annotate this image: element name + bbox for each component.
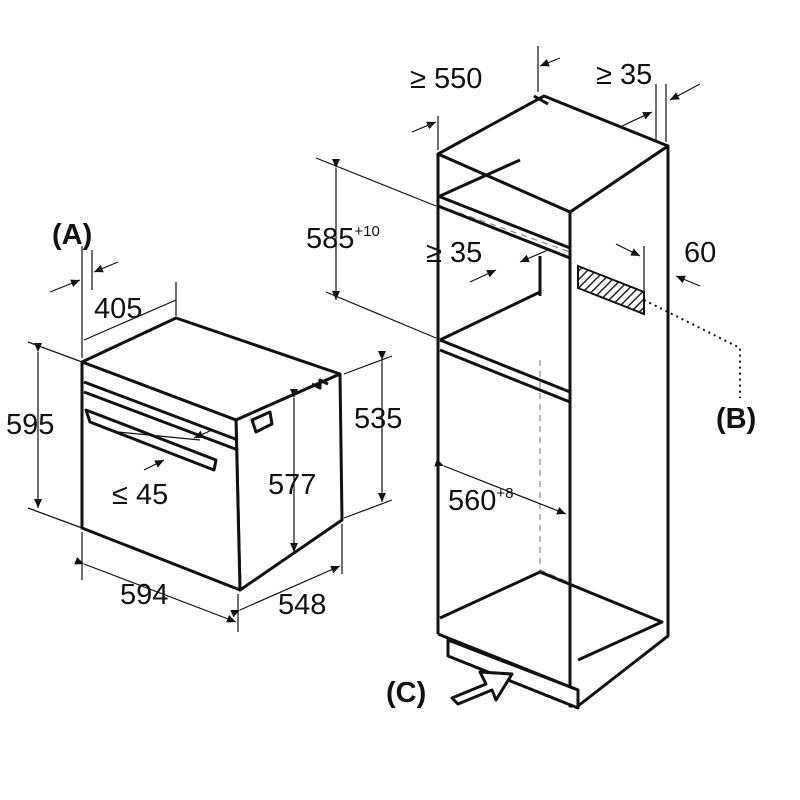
dim-577-label: 577 [268, 469, 316, 501]
dim-a-arrow-left [49, 279, 81, 293]
dim-60-arrow-a [615, 243, 641, 257]
dim-handle-label: ≤ 45 [112, 479, 168, 511]
dim-560-line [434, 458, 567, 515]
dim-35-top-label: ≥ 35 [596, 59, 652, 91]
cabinet-bottom [439, 570, 664, 662]
dim-560-label: 560+8 [448, 485, 514, 517]
oven-side-bracket [250, 410, 274, 434]
dim-35-top-arrow-a [621, 111, 653, 127]
cabinet-niche-shelf [439, 338, 571, 394]
cabinet-upper-shelf [437, 194, 571, 250]
cabinet-dimensions [315, 46, 701, 515]
dim-handle-arrow-b [193, 429, 213, 439]
dim-594-line [74, 557, 237, 623]
label-a: (A) [52, 219, 92, 251]
oven-back-notch [311, 378, 329, 390]
dim-550-arrow-b [539, 57, 561, 67]
dim-550-arrow-a [411, 121, 437, 133]
dim-548-line [230, 565, 341, 618]
label-c: (C) [386, 677, 426, 709]
dim-548-label: 548 [278, 589, 326, 621]
dim-handle-arrow-a [143, 459, 165, 471]
dim-550-label: ≥ 550 [410, 63, 482, 95]
cabinet-drawing [436, 94, 741, 710]
dim-35-top-arrow-b [669, 83, 701, 101]
oven-handle-ref [117, 431, 201, 441]
oven-drawing [80, 316, 344, 592]
dim-a-arrow-right [93, 261, 119, 273]
oven-handle [84, 408, 218, 472]
dim-60-label: 60 [684, 237, 716, 269]
oven-dimensions [27, 246, 393, 632]
dim-595-label: 595 [6, 409, 54, 441]
oven-door-top-edge [83, 390, 239, 452]
dim-35-shelf-arrow-a [469, 269, 497, 283]
dim-594-label: 594 [120, 579, 168, 611]
oven-control-panel [83, 380, 239, 442]
dim-535-label: 535 [354, 403, 402, 435]
dim-60-arrow-b [675, 275, 701, 287]
label-b: (B) [716, 403, 756, 435]
dim-35-shelf-label: ≥ 35 [426, 237, 482, 269]
dim-405-label: 405 [94, 293, 142, 325]
vent-opening [577, 264, 645, 316]
airflow-arrow-c [450, 670, 514, 706]
dim-35-shelf-arrow-b [519, 249, 549, 263]
cabinet-top-face [436, 94, 670, 214]
cabinet-side-panel [568, 144, 670, 708]
dim-585-label: 585+10 [306, 223, 380, 255]
